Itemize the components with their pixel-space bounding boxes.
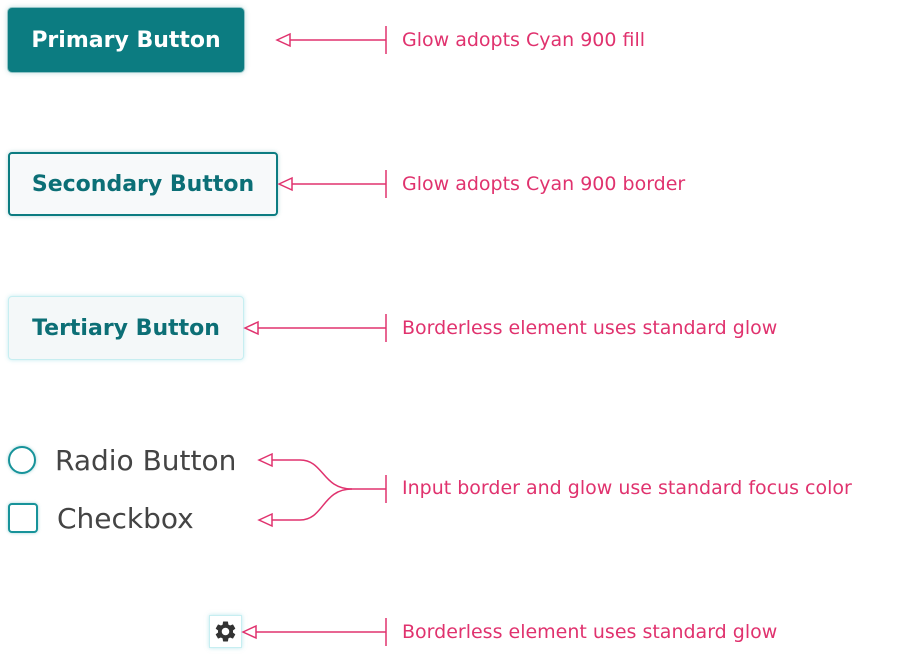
secondary-button[interactable]: Secondary Button (8, 152, 278, 216)
inputs-annotation: Input border and glow use standard focus… (402, 477, 852, 499)
checkbox-label: Checkbox (57, 501, 194, 535)
primary-button[interactable]: Primary Button (8, 8, 244, 72)
tertiary-annotation: Borderless element uses standard glow (402, 317, 778, 339)
primary-annotation: Glow adopts Cyan 900 fill (402, 29, 646, 51)
tertiary-button-label: Tertiary Button (32, 315, 220, 341)
tertiary-button[interactable]: Tertiary Button (8, 296, 244, 360)
radio-button[interactable] (8, 446, 36, 474)
primary-callout-arrow (275, 26, 387, 54)
secondary-button-label: Secondary Button (31, 171, 255, 197)
settings-button[interactable] (209, 615, 242, 648)
icon-callout-arrow (241, 618, 387, 646)
checkbox[interactable] (8, 503, 38, 533)
icon-annotation: Borderless element uses standard glow (402, 621, 778, 643)
gear-icon (215, 621, 236, 642)
radio-label: Radio Button (55, 443, 237, 477)
radio-option[interactable]: Radio Button (8, 443, 236, 477)
tertiary-callout-arrow (243, 314, 387, 342)
secondary-callout-arrow (277, 170, 387, 198)
secondary-annotation: Glow adopts Cyan 900 border (402, 173, 686, 195)
inputs-callout-bracket (257, 452, 387, 528)
checkbox-option[interactable]: Checkbox (8, 501, 194, 535)
primary-button-label: Primary Button (31, 27, 221, 53)
